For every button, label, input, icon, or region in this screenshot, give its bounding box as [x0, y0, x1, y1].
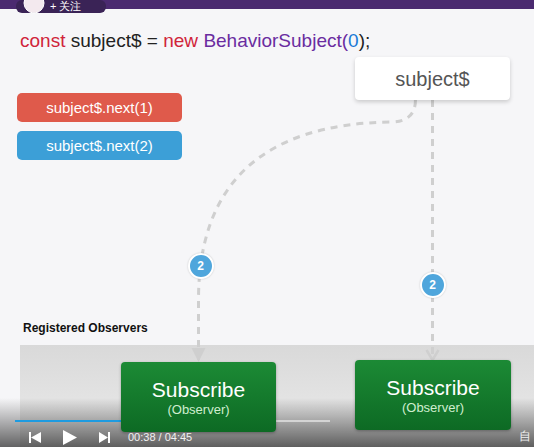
node-title: subject$.next(2) [46, 137, 153, 155]
follow-button: + 关注 [50, 0, 81, 12]
value-marble: 2 [188, 253, 214, 279]
subject-box: subject$ [355, 57, 510, 100]
observer-band: Registered ObserversSubscribe(Observer)S… [20, 318, 534, 447]
video-time: 00:38 / 04:45 [128, 431, 192, 443]
node-title: subject$.next(1) [46, 99, 153, 117]
avatar [24, 0, 44, 13]
player-icons [29, 430, 110, 445]
code-keyword: new [163, 30, 198, 53]
node-title: Subscribe [152, 377, 245, 402]
code-punctuation: ); [359, 30, 371, 53]
code-keyword: const [20, 30, 65, 53]
node-subtitle: (Observer) [402, 400, 464, 416]
subscribe-box: Subscribe(Observer) [121, 362, 276, 432]
dashed-connector [431, 100, 434, 360]
code-number: 0 [348, 30, 359, 53]
node-title: Subscribe [386, 375, 479, 400]
dashed-connector [199, 100, 416, 362]
node-title: subject$ [395, 67, 470, 91]
subscribe-box: Subscribe(Observer) [355, 360, 511, 430]
code-class: BehaviorSubject( [203, 30, 348, 53]
band-heading: Registered Observers [23, 321, 148, 335]
code-line: const subject$ =newBehaviorSubject(0); [20, 30, 370, 53]
next-call-pill: subject$.next(1) [17, 93, 182, 122]
node-subtitle: (Observer) [167, 402, 229, 418]
progress-played [15, 420, 130, 422]
value-marble: 2 [420, 272, 446, 298]
subtitle-toggle: 自 [519, 430, 531, 443]
code-identifier: subject$ = [71, 30, 158, 53]
next-call-pill: subject$.next(2) [17, 131, 182, 160]
